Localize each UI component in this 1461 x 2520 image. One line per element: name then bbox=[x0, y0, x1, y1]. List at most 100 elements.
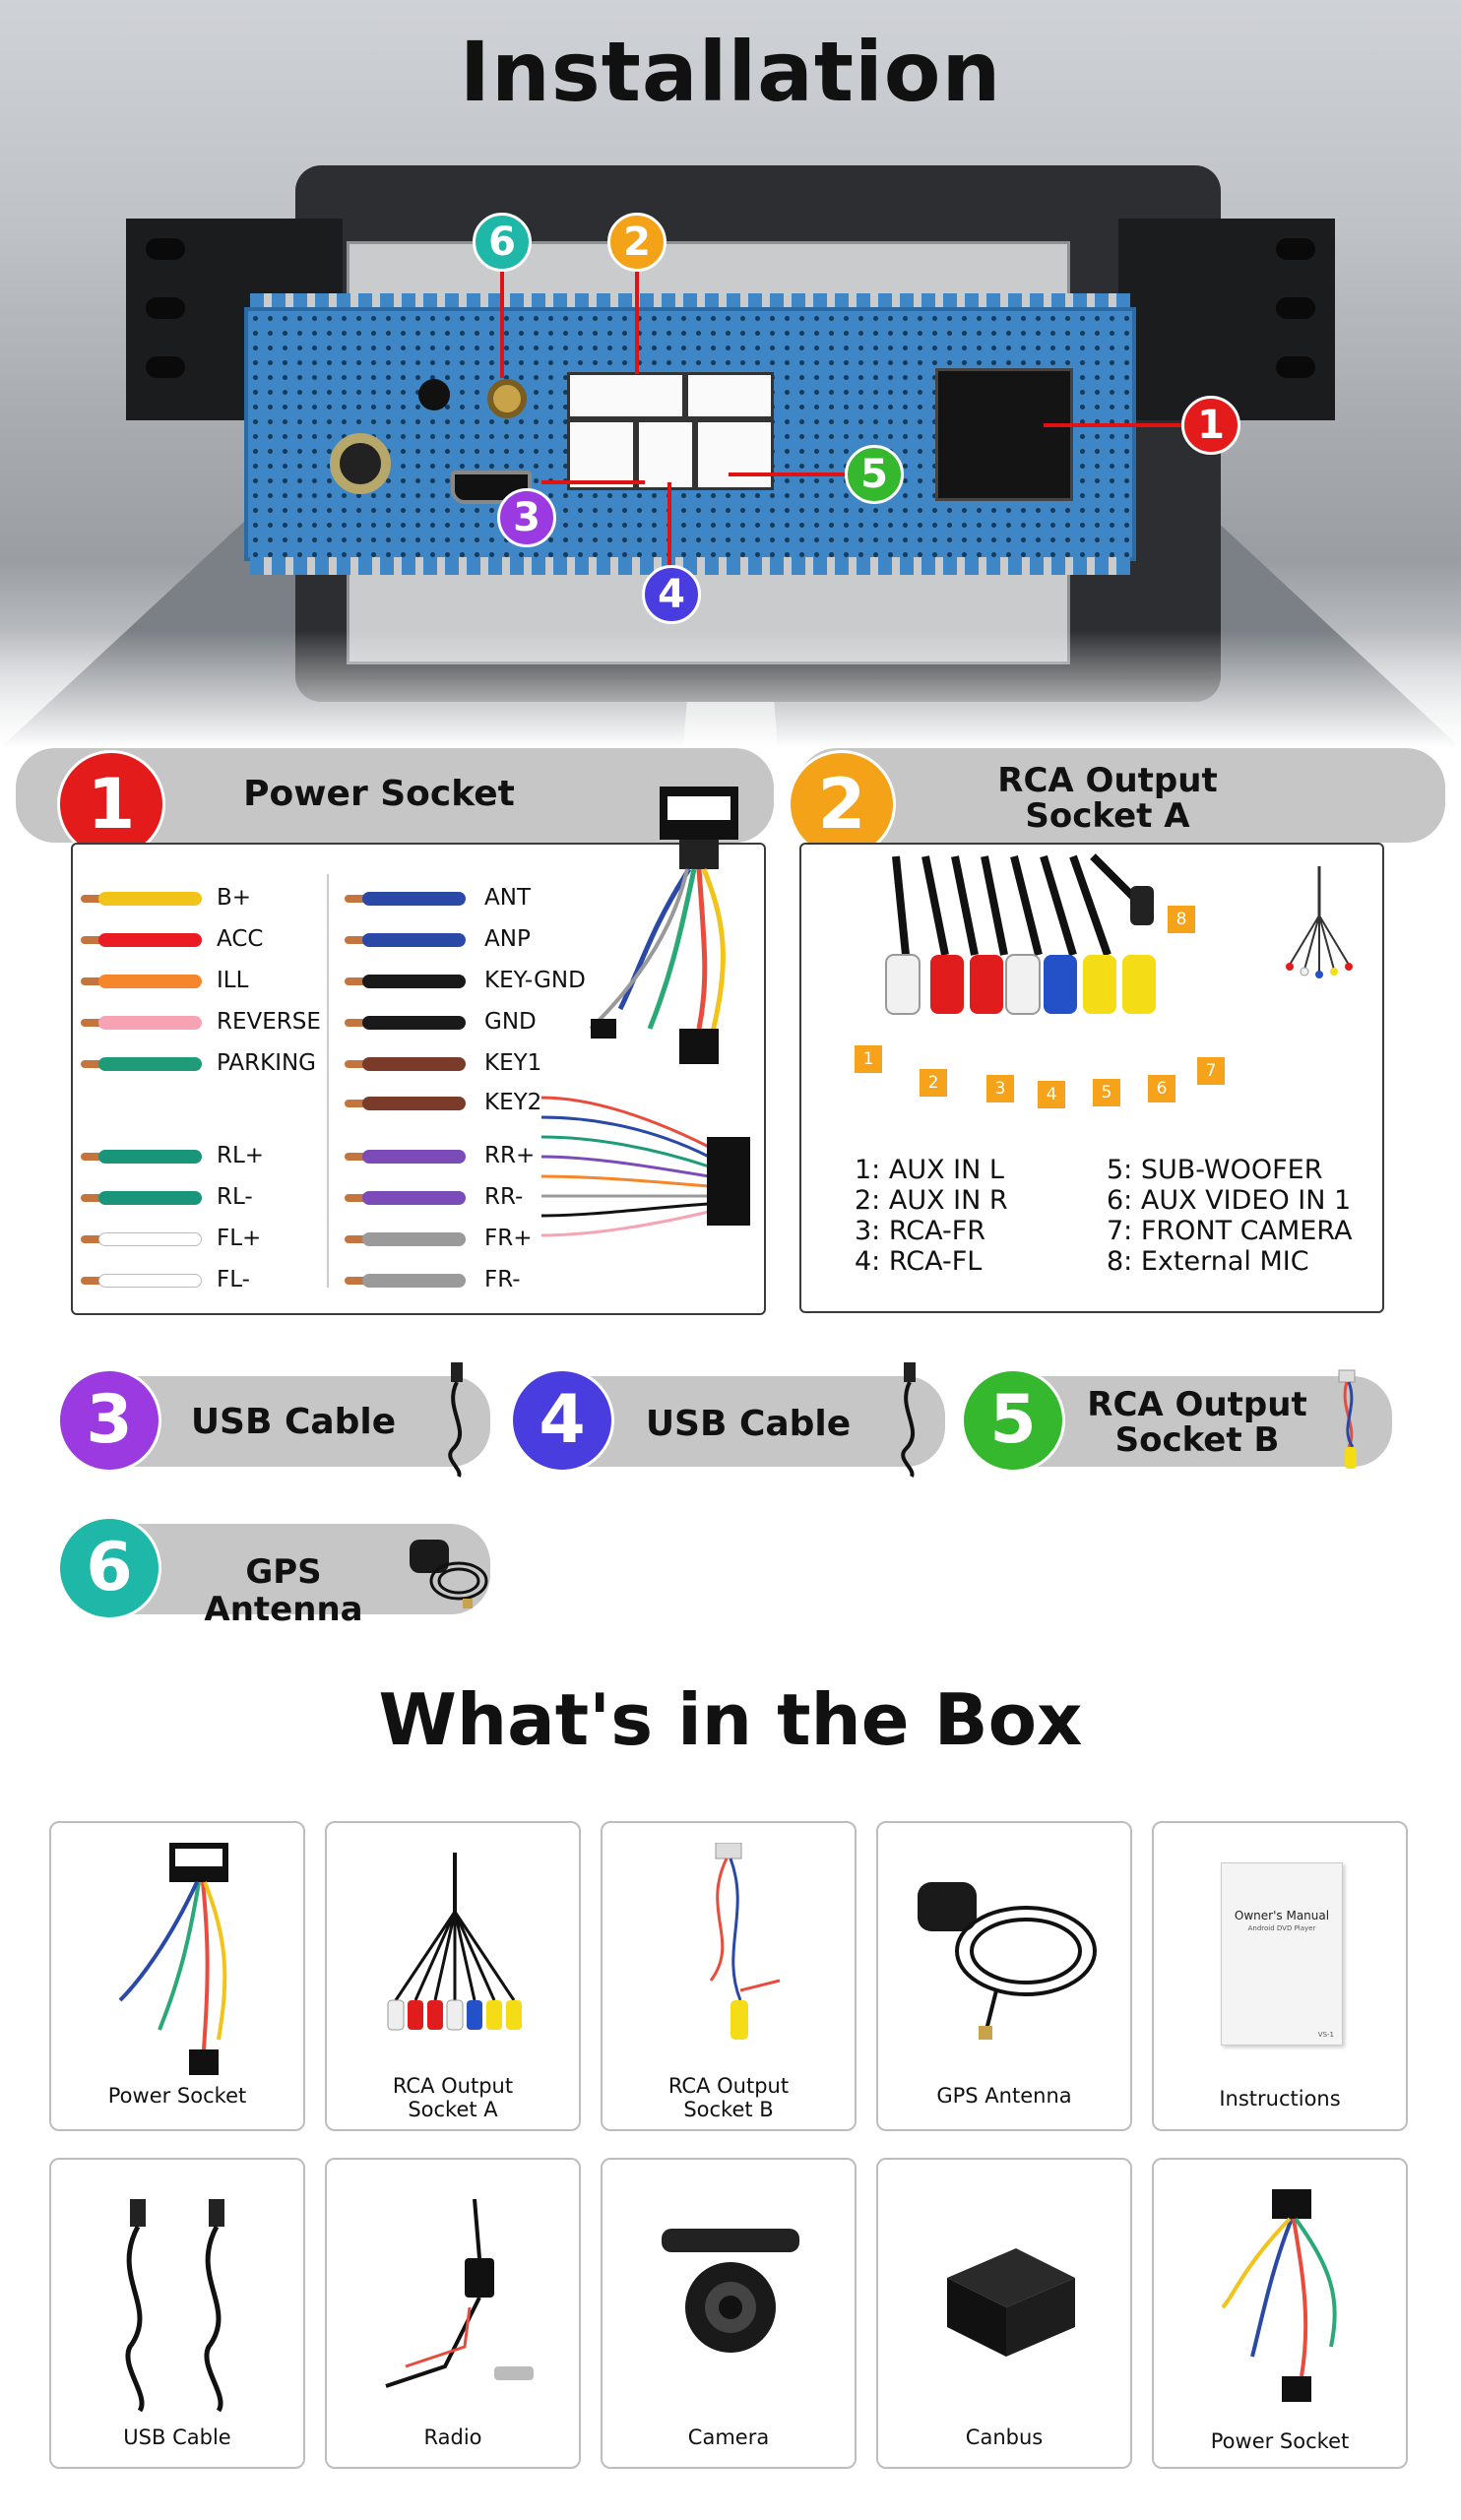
leader-5 bbox=[729, 472, 845, 476]
wire-swatch bbox=[362, 1057, 466, 1071]
box-card-radio: Radio bbox=[325, 2158, 581, 2469]
rca-socket-a-image bbox=[387, 1853, 522, 2031]
box-card-instructions: Owner's Manual Android DVD Player VS-1 I… bbox=[1152, 1821, 1408, 2131]
rca-connector-socket-b bbox=[695, 419, 774, 490]
section-5-title-line2: Socket B bbox=[1114, 1420, 1280, 1460]
power-socket-image bbox=[118, 1843, 228, 2075]
wire-tip bbox=[345, 1194, 374, 1202]
wire-tip bbox=[81, 1277, 110, 1285]
wire-label: RL- bbox=[217, 1184, 253, 1210]
mounting-bracket-right bbox=[1118, 219, 1335, 420]
wire-label: KEY-GND bbox=[484, 968, 586, 993]
section-6-badge: 6 bbox=[57, 1516, 161, 1620]
section-2-header bbox=[797, 748, 1445, 843]
wire-swatch bbox=[362, 1274, 466, 1288]
wire-tip bbox=[345, 977, 374, 985]
wire-tip bbox=[345, 895, 374, 903]
wire-tip bbox=[81, 895, 110, 903]
rca-legend-item: 7: FRONT CAMERA bbox=[1107, 1216, 1353, 1246]
callout-6: 6 bbox=[473, 213, 532, 272]
wire-tip bbox=[81, 1235, 110, 1243]
wire-swatch bbox=[362, 975, 466, 988]
box-card-label: Power Socket bbox=[107, 2084, 247, 2108]
box-card-label: Power Socket bbox=[1210, 2429, 1350, 2453]
section-3-badge: 3 bbox=[57, 1368, 161, 1473]
wire-label: FR+ bbox=[484, 1226, 533, 1251]
rca-legend-item: 2: AUX IN R bbox=[855, 1185, 1008, 1216]
wire-swatch bbox=[98, 975, 202, 988]
wire-tip bbox=[81, 977, 110, 985]
usb-cable-icon bbox=[448, 1362, 463, 1478]
box-card-label: Instructions bbox=[1219, 2087, 1341, 2110]
callout-3: 3 bbox=[497, 488, 556, 547]
box-card-label: Camera bbox=[687, 2426, 770, 2449]
wire-swatch bbox=[362, 892, 466, 906]
manual-booklet: Owner's Manual Android DVD Player VS-1 bbox=[1221, 1862, 1343, 2046]
usb-connector-2 bbox=[636, 419, 695, 490]
rca-tag: 8 bbox=[1168, 906, 1195, 933]
section-1-badge: 1 bbox=[57, 750, 165, 858]
rca-legend-item: 5: SUB-WOOFER bbox=[1107, 1155, 1323, 1185]
box-card-label: GPS Antenna bbox=[936, 2084, 1072, 2108]
wire-swatch bbox=[98, 1150, 202, 1164]
wire-label: RR+ bbox=[484, 1143, 536, 1168]
wire-label: REVERSE bbox=[217, 1009, 321, 1035]
wire-tip bbox=[81, 1060, 110, 1068]
wire-swatch bbox=[98, 1016, 202, 1030]
rca-legend-item: 3: RCA-FR bbox=[855, 1216, 986, 1246]
rca-tag: 2 bbox=[920, 1069, 947, 1097]
usb-cable-image bbox=[125, 2199, 224, 2413]
wire-tip bbox=[345, 1153, 374, 1161]
canbus-image bbox=[947, 2248, 1075, 2357]
section-1-title: Power Socket bbox=[243, 774, 515, 814]
wire-label: FR- bbox=[484, 1267, 521, 1292]
wire-swatch bbox=[362, 1232, 466, 1246]
heatsink-fins-bottom bbox=[250, 557, 1130, 575]
wire-swatch bbox=[362, 1150, 466, 1164]
leader-3 bbox=[541, 480, 645, 484]
wire-swatch bbox=[98, 1057, 202, 1071]
radio-adapter-image bbox=[385, 2199, 534, 2388]
power-harness-illustration bbox=[540, 787, 750, 1237]
gps-antenna-image bbox=[918, 1882, 1097, 2040]
rca-tag: 5 bbox=[1093, 1079, 1120, 1106]
leader-1 bbox=[1044, 423, 1211, 427]
callout-5: 5 bbox=[845, 445, 904, 504]
leader-6 bbox=[500, 272, 504, 378]
heatsink-fins-top bbox=[250, 293, 1130, 311]
wire-label: FL- bbox=[217, 1267, 250, 1292]
wire-swatch bbox=[362, 1191, 466, 1205]
section-6-title: GPS Antenna bbox=[204, 1552, 363, 1629]
wire-divider bbox=[327, 874, 329, 1288]
rca-connector-a bbox=[567, 372, 685, 419]
box-card-canbus: Canbus bbox=[876, 2158, 1132, 2469]
callout-1: 1 bbox=[1181, 396, 1240, 455]
box-card-label: RCA Output bbox=[392, 2074, 514, 2098]
wire-swatch bbox=[98, 1274, 202, 1288]
wire-label: PARKING bbox=[217, 1050, 317, 1076]
page-title: Installation bbox=[459, 24, 1002, 120]
leader-2 bbox=[635, 272, 639, 374]
box-card-label: RCA Output bbox=[667, 2074, 790, 2098]
camera-image bbox=[662, 2229, 799, 2353]
wire-label: KEY2 bbox=[484, 1090, 542, 1115]
wire-label: ANT bbox=[484, 885, 531, 911]
wire-tip bbox=[81, 1153, 110, 1161]
section-5-badge: 5 bbox=[961, 1368, 1065, 1473]
wire-swatch bbox=[98, 1191, 202, 1205]
wire-swatch bbox=[98, 892, 202, 906]
mic-hole bbox=[418, 379, 450, 410]
box-card-label: USB Cable bbox=[123, 2426, 231, 2449]
wire-tip bbox=[345, 936, 374, 944]
section-4-title: USB Cable bbox=[645, 1404, 852, 1444]
wire-swatch bbox=[98, 933, 202, 947]
wire-label: ILL bbox=[217, 968, 249, 993]
wire-swatch bbox=[98, 1232, 202, 1246]
wire-tip bbox=[81, 1019, 110, 1027]
box-card-label: Radio bbox=[423, 2426, 482, 2449]
box-card-power-socket-2: Power Socket bbox=[1152, 2158, 1408, 2469]
box-card-rca-socket-b: RCA Output Socket B bbox=[601, 1821, 857, 2131]
rca-legend-item: 6: AUX VIDEO IN 1 bbox=[1107, 1185, 1352, 1216]
wire-tip bbox=[345, 1100, 374, 1107]
rca-tag: 4 bbox=[1038, 1081, 1065, 1108]
